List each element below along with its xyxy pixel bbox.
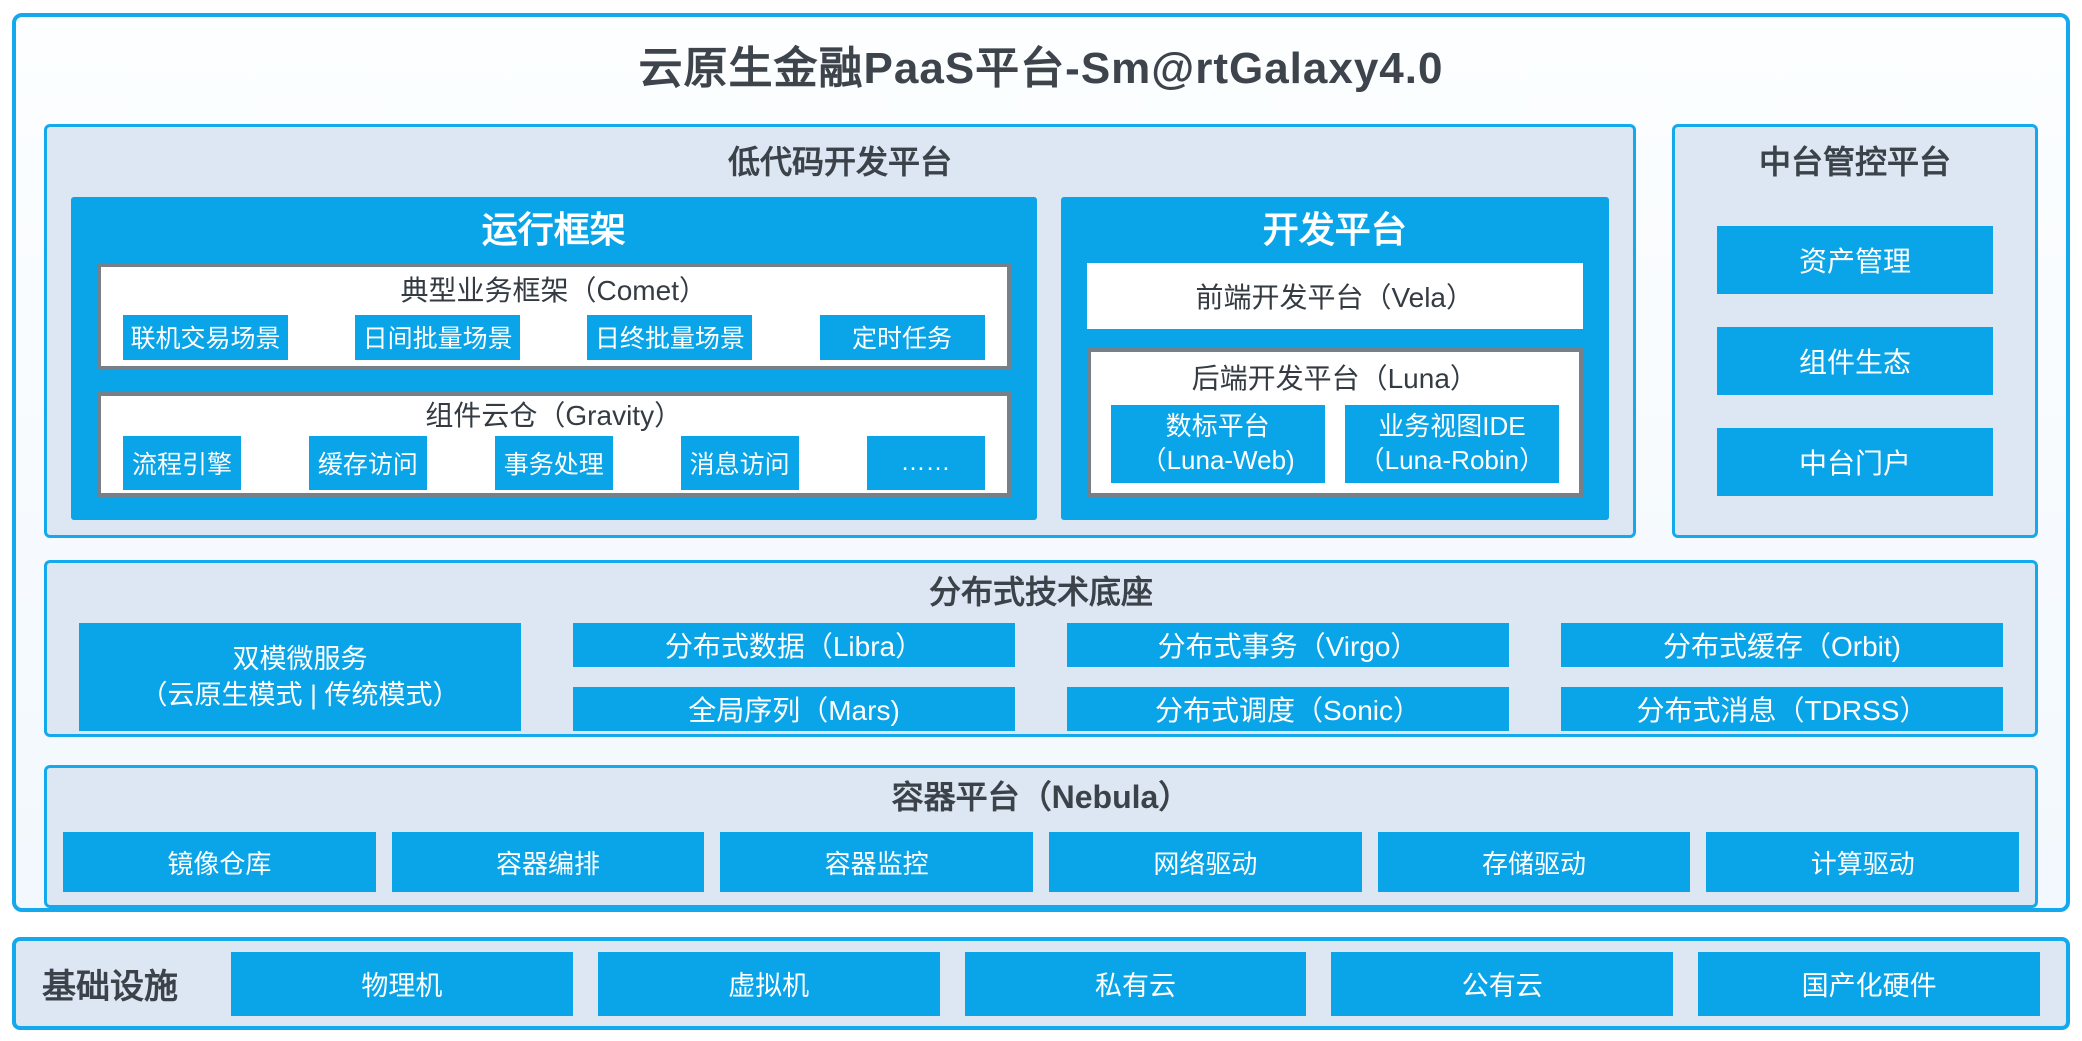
dual-mode-microservice-item: 双模微服务 （云原生模式 | 传统模式） [79, 623, 521, 732]
architecture-diagram: 云原生金融PaaS平台-Sm@rtGalaxy4.0 低代码开发平台 运行框架 … [12, 13, 2070, 912]
container-platform-items: 镜像仓库 容器编排 容器监控 网络驱动 存储驱动 计算驱动 [47, 826, 2035, 893]
luna-web-item-line1: 数标平台 [1165, 411, 1270, 442]
distributed-item: 分布式事务（Virgo） [1067, 623, 1509, 668]
infrastructure-item: 私有云 [964, 951, 1307, 1016]
gravity-warehouse-box: 组件云仓（Gravity） 流程引擎 缓存访问 事务处理 消息访问 …… [97, 392, 1011, 497]
infrastructure-item: 国产化硬件 [1698, 951, 2040, 1016]
distributed-item: 分布式缓存（Orbit) [1561, 623, 2003, 668]
runtime-framework-title: 运行框架 [481, 209, 626, 251]
comet-framework-title: 典型业务框架（Comet） [400, 275, 707, 307]
gravity-item: 流程引擎 [123, 435, 241, 490]
luna-backend-box: 后端开发平台（Luna） 数标平台 （Luna-Web) 业务视图IDE （Lu… [1086, 348, 1583, 497]
distributed-item: 分布式数据（Libra） [573, 623, 1015, 668]
distributed-item: 分布式调度（Sonic） [1067, 687, 1509, 732]
comet-item: 日间批量场景 [355, 314, 521, 360]
vela-frontend-box: 前端开发平台（Vela） [1086, 263, 1583, 330]
comet-framework-box: 典型业务框架（Comet） 联机交易场景 日间批量场景 日终批量场景 定时任务 [97, 263, 1011, 371]
container-platform-item: 计算驱动 [1706, 832, 2020, 893]
container-platform-item: 网络驱动 [1049, 832, 1362, 893]
comet-item: 联机交易场景 [123, 314, 288, 360]
infrastructure-item: 物理机 [231, 951, 573, 1016]
distributed-item: 全局序列（Mars) [573, 687, 1015, 732]
luna-robin-item: 业务视图IDE （Luna-Robin） [1344, 405, 1560, 484]
container-platform-panel: 容器平台（Nebula） 镜像仓库 容器编排 容器监控 网络驱动 存储驱动 计算… [44, 764, 2038, 908]
comet-item: 定时任务 [819, 314, 985, 360]
distributed-item: 分布式消息（TDRSS） [1561, 687, 2003, 732]
dual-mode-line1: 双模微服务 [232, 643, 368, 674]
dev-platform-title: 开发平台 [1262, 209, 1407, 251]
gravity-item: 缓存访问 [308, 435, 427, 490]
gravity-item: 事务处理 [494, 435, 613, 490]
mid-platform-control-title: 中台管控平台 [1758, 143, 1951, 180]
comet-items-row: 联机交易场景 日间批量场景 日终批量场景 定时任务 [101, 314, 1007, 360]
luna-items-row: 数标平台 （Luna-Web) 业务视图IDE （Luna-Robin） [1091, 405, 1579, 484]
infrastructure-panel: 基础设施 物理机 虚拟机 私有云 公有云 国产化硬件 [12, 937, 2070, 1030]
gravity-item-ellipsis: …… [866, 435, 985, 490]
dev-platform-panel: 开发平台 前端开发平台（Vela） 后端开发平台（Luna） 数标平台 （Lun… [1060, 197, 1609, 520]
top-row: 低代码开发平台 运行框架 典型业务框架（Comet） 联机交易场景 日间批量场景… [44, 123, 2038, 538]
container-platform-title: 容器平台（Nebula） [891, 778, 1191, 815]
distributed-tech-base-panel: 分布式技术底座 双模微服务 （云原生模式 | 传统模式） 分布式数据（Libra… [44, 559, 2038, 737]
luna-web-item: 数标平台 （Luna-Web) [1110, 405, 1325, 484]
container-platform-item: 容器编排 [391, 832, 705, 893]
mid-platform-item: 资产管理 [1717, 226, 1993, 295]
mid-platform-control-panel: 中台管控平台 资产管理 组件生态 中台门户 [1672, 123, 2038, 538]
luna-robin-item-line2: （Luna-Robin） [1358, 445, 1546, 476]
infrastructure-item: 公有云 [1331, 951, 1674, 1016]
dual-mode-line2: （云原生模式 | 传统模式） [140, 680, 460, 711]
gravity-warehouse-title: 组件云仓（Gravity） [425, 400, 683, 432]
gravity-item: 消息访问 [680, 435, 799, 490]
comet-item: 日终批量场景 [587, 314, 753, 360]
infrastructure-title: 基础设施 [42, 968, 178, 1006]
mid-platform-items: 资产管理 组件生态 中台门户 [1675, 195, 2035, 497]
infrastructure-item: 虚拟机 [597, 951, 940, 1016]
luna-robin-item-line1: 业务视图IDE [1378, 411, 1526, 442]
luna-backend-title: 后端开发平台（Luna） [1191, 362, 1478, 394]
mid-platform-item: 组件生态 [1717, 327, 1993, 396]
distributed-tech-base-title: 分布式技术底座 [928, 573, 1153, 610]
distributed-items-grid: 双模微服务 （云原生模式 | 传统模式） 分布式数据（Libra） 分布式事务（… [47, 619, 2035, 732]
container-platform-item: 存储驱动 [1377, 832, 1691, 893]
low-code-platform-panel: 低代码开发平台 运行框架 典型业务框架（Comet） 联机交易场景 日间批量场景… [44, 123, 1636, 538]
runtime-framework-panel: 运行框架 典型业务框架（Comet） 联机交易场景 日间批量场景 日终批量场景 … [71, 197, 1037, 520]
gravity-items-row: 流程引擎 缓存访问 事务处理 消息访问 …… [101, 435, 1007, 490]
page-title: 云原生金融PaaS平台-Sm@rtGalaxy4.0 [638, 44, 1444, 93]
luna-web-item-line2: （Luna-Web) [1140, 445, 1295, 476]
low-code-platform-title: 低代码开发平台 [727, 143, 952, 180]
container-platform-item: 镜像仓库 [63, 832, 376, 893]
low-code-platform-body: 运行框架 典型业务框架（Comet） 联机交易场景 日间批量场景 日终批量场景 … [47, 195, 1633, 535]
container-platform-item: 容器监控 [720, 832, 1034, 893]
mid-platform-item: 中台门户 [1717, 428, 1993, 497]
